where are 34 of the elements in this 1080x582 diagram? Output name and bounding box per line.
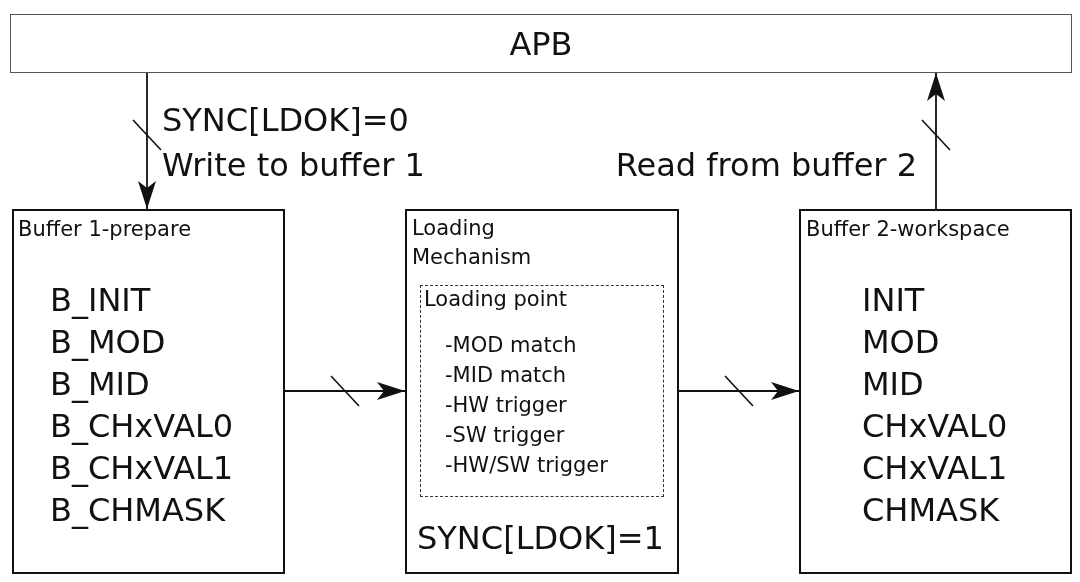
dashed-group-box [420, 285, 664, 497]
register-name: B_MOD [50, 322, 166, 363]
bus-box [10, 14, 1072, 73]
register-name: B_CHxVAL1 [50, 448, 234, 489]
list-item: -MOD match [445, 332, 577, 359]
group-title: Loading point [424, 286, 568, 312]
buffer-box [12, 209, 285, 574]
list-item: -SW trigger [445, 422, 565, 449]
register-name: CHxVAL1 [862, 448, 1008, 489]
box-title: Buffer 2-workspace [806, 216, 1010, 243]
bus-arrow [132, 72, 162, 210]
bus-arrow [284, 375, 406, 407]
register-name: CHxVAL0 [862, 406, 1008, 447]
register-name: MOD [862, 322, 940, 363]
box-title: Buffer 1-prepare [18, 216, 192, 243]
register-name: B_CHMASK [50, 490, 226, 531]
box-title: Loading Mechanism [412, 215, 533, 271]
register-name: MID [862, 364, 924, 405]
edge-label: SYNC[LDOK]=0 Write to buffer 1 [162, 100, 426, 186]
register-name: INIT [862, 280, 925, 321]
list-item: -HW/SW trigger [445, 452, 608, 479]
list-item: -HW trigger [445, 392, 567, 419]
register-name: B_INIT [50, 280, 151, 321]
register-name: CHMASK [862, 490, 1000, 531]
register-name: B_MID [50, 364, 150, 405]
register-name: B_CHxVAL0 [50, 406, 234, 447]
mechanism-box [405, 209, 679, 574]
bus-arrow [678, 375, 800, 407]
edge-label: Read from buffer 2 [614, 145, 917, 186]
status-text: SYNC[LDOK]=1 [417, 518, 664, 558]
list-item: -MID match [445, 362, 567, 389]
bus-arrow [921, 72, 951, 210]
bus-name: APB [509, 23, 573, 64]
buffer-box [799, 209, 1072, 574]
